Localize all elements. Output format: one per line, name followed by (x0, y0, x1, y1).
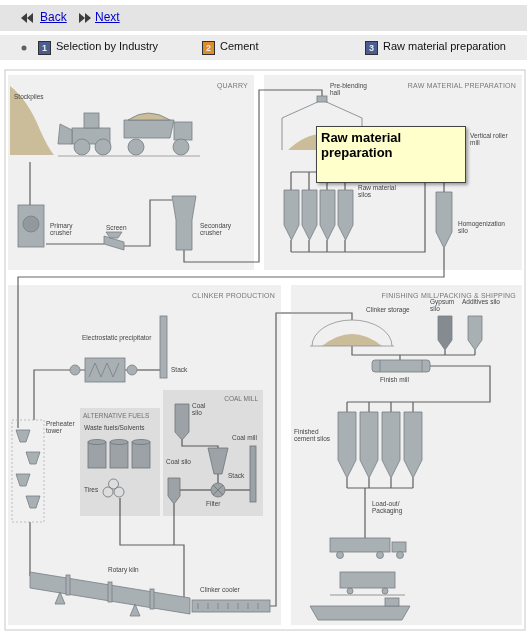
breadcrumb-text: Selection by Industry (56, 40, 158, 52)
tooltip-text: Raw material preparation (321, 131, 463, 160)
breadcrumb-text: Cement (220, 40, 259, 52)
panel-heading: COAL MILL (224, 395, 258, 402)
breadcrumb-bar: Selection by Industry Cement Raw material … (0, 35, 527, 60)
step-digit: 2 (206, 43, 211, 53)
part-label: Gypsum silo (430, 298, 462, 313)
part-label: Electrostatic precipitator (82, 334, 152, 341)
part-label: Load-out/ Packaging (372, 500, 422, 515)
process-flow-line (254, 90, 264, 262)
nav-bar: Back Next (0, 5, 527, 31)
part-label: Clinker cooler (200, 586, 240, 593)
panel-heading: RAW MATERIAL PREPARATION (408, 82, 516, 90)
stage-panel: FINISHING MILL/PACKING & SHIPPING (291, 285, 522, 625)
nav-link: Next (95, 11, 120, 24)
part-label: Pre-blending hall (330, 82, 370, 97)
part-label: Rotary kiln (108, 566, 139, 573)
step-number: 2 (202, 41, 215, 55)
part-label: Stack (228, 472, 244, 479)
part-label: Primary crusher (50, 222, 84, 237)
stage-panel: QUARRY (8, 75, 254, 270)
breadcrumb-text: Raw material preparation (383, 40, 506, 52)
part-label: Coal mill (232, 434, 260, 441)
part-label: Tires (84, 486, 98, 493)
part-label: Finished cement silos (294, 428, 334, 443)
part-label: Preheater tower (46, 420, 79, 435)
process-flow-line (18, 270, 444, 285)
part-label: Stack (171, 366, 187, 373)
part-label: Homogenization silo (458, 220, 514, 235)
step-number: 3 (365, 41, 378, 55)
nav-link: Back (40, 11, 67, 24)
part-label: Stockpiles (14, 93, 44, 100)
panel-heading: ALTERNATIVE FUELS (83, 412, 149, 419)
part-label: Raw material silos (358, 184, 398, 199)
part-label: Waste fuels/Solvents (84, 424, 144, 431)
step-number: 1 (38, 41, 51, 55)
part-label: Coal silo (166, 458, 192, 465)
step-digit: 3 (369, 43, 374, 53)
step-digit: 1 (42, 43, 47, 53)
process-flow-line (281, 312, 291, 313)
tooltip-box: Raw material preparation (316, 126, 466, 183)
diagram-frame (5, 70, 525, 630)
part-label: Clinker storage (366, 306, 410, 313)
part-label: Coal silo (192, 402, 216, 417)
part-label: Finish mill (380, 376, 409, 383)
sub-panel: COAL MILL (163, 390, 263, 516)
part-label: Vertical roller mill (470, 132, 518, 147)
part-label: Filter (206, 500, 220, 507)
panel-heading: CLINKER PRODUCTION (192, 292, 275, 300)
part-label: Additives silo (462, 298, 502, 305)
part-label: Secondary crusher (200, 222, 240, 237)
panel-heading: QUARRY (217, 82, 248, 90)
part-label: Screen (106, 224, 127, 231)
